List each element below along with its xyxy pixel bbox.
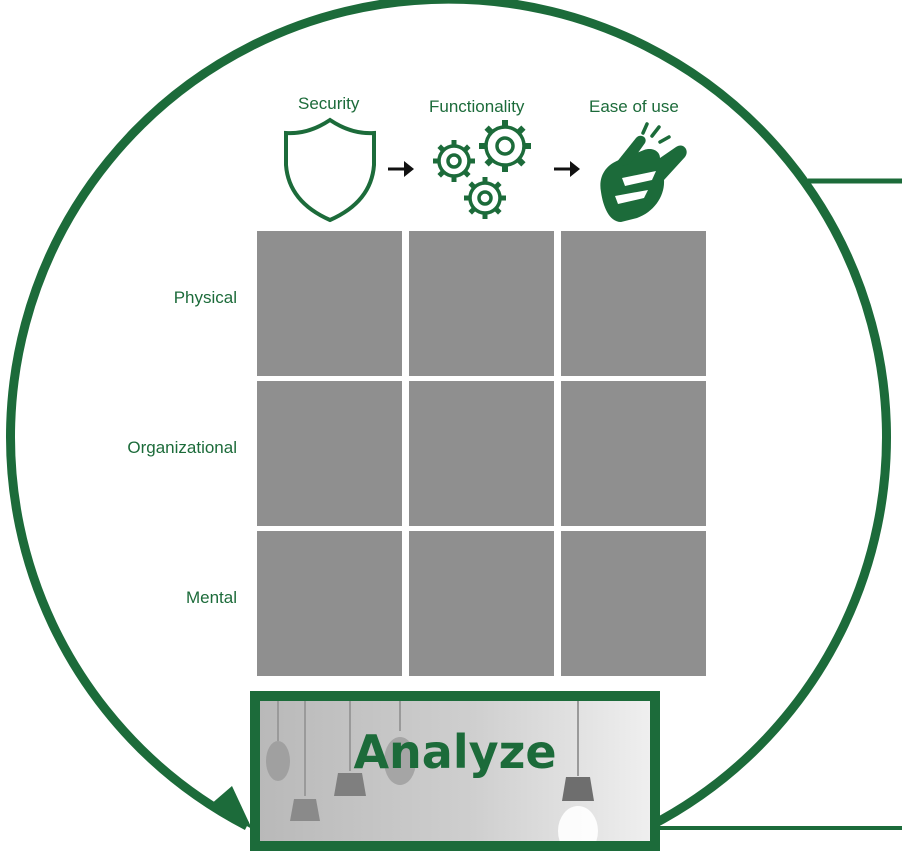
analyze-title: Analyze xyxy=(353,725,557,779)
matrix-cell xyxy=(257,381,402,526)
column-label-security: Security xyxy=(298,94,360,113)
gears-icon xyxy=(433,120,531,219)
matrix-cell xyxy=(257,531,402,676)
shield-icon xyxy=(284,117,376,223)
row-label-mental: Mental xyxy=(185,588,237,607)
row-label-physical: Physical xyxy=(173,288,237,307)
arrow-right-icon xyxy=(388,161,414,177)
cycle-diagram xyxy=(6,0,902,830)
cycle-arrowhead xyxy=(210,786,252,829)
snapping-hand-icon xyxy=(600,122,687,222)
arrow-right-icon xyxy=(554,161,580,177)
matrix-cell xyxy=(561,381,706,526)
matrix-cell xyxy=(409,531,554,676)
matrix-cell xyxy=(561,231,706,376)
row-label-organizational: Organizational xyxy=(127,438,237,457)
matrix-cell xyxy=(409,381,554,526)
matrix-cell xyxy=(561,531,706,676)
matrix-cell xyxy=(257,231,402,376)
column-label-functionality: Functionality xyxy=(429,97,525,116)
analyze-box: Analyze xyxy=(250,691,660,851)
cycle-circle xyxy=(6,0,891,830)
matrix-cell xyxy=(409,231,554,376)
column-label-ease-of-use: Ease of use xyxy=(589,97,679,116)
